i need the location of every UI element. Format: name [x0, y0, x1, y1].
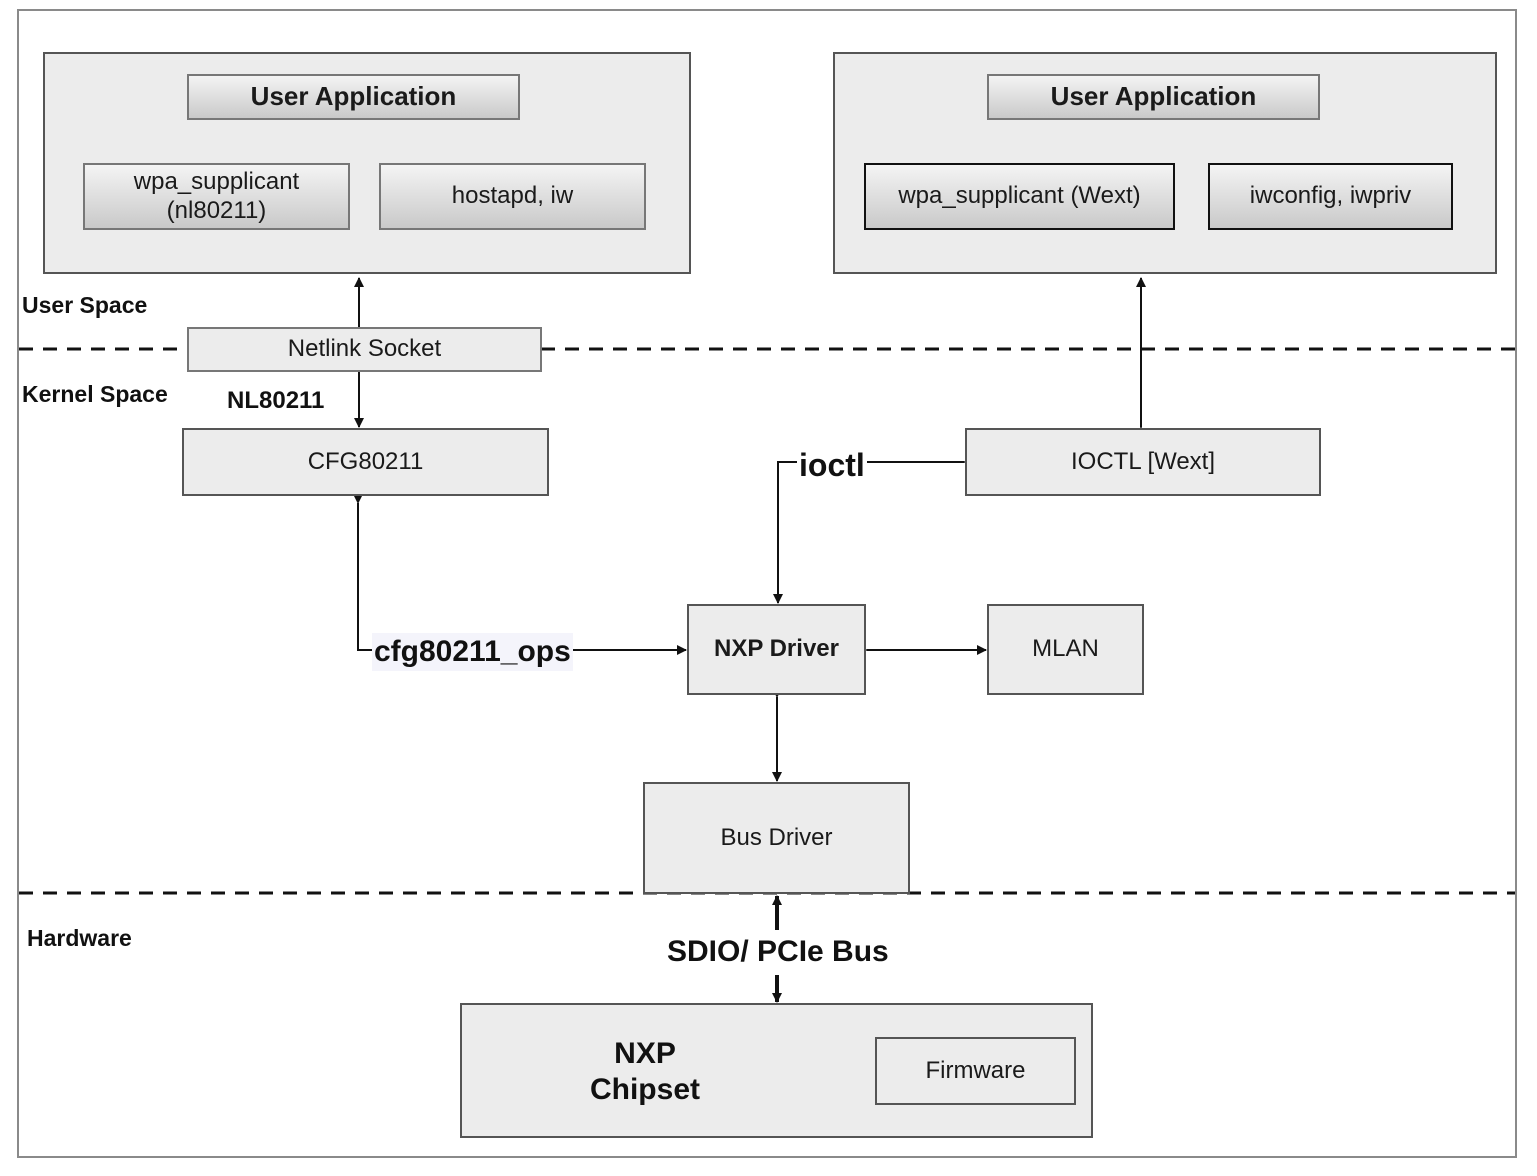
hardware-label: Hardware: [27, 925, 132, 951]
wpa-supplicant-wext-box: wpa_supplicant (Wext): [864, 163, 1175, 230]
hostapd-iw-box: hostapd, iw: [379, 163, 646, 230]
netlink-socket-box: Netlink Socket: [187, 327, 542, 372]
bus-label: SDIO/ PCIe Bus: [665, 935, 891, 969]
mlan-box: MLAN: [987, 604, 1144, 695]
left-user-app-title: User Application: [187, 74, 520, 120]
cfg80211-box: CFG80211: [182, 428, 549, 496]
iwconfig-iwpriv-box: iwconfig, iwpriv: [1208, 163, 1453, 230]
nxp-chipset-label: NXP Chipset: [589, 1037, 700, 1106]
right-user-app-title: User Application: [987, 74, 1320, 120]
user-space-label: User Space: [22, 292, 148, 318]
cfg80211-ops-label: cfg80211_ops: [372, 633, 573, 671]
ioctl-to-driver-arrow: [773, 457, 973, 604]
bus-driver-box: Bus Driver: [643, 782, 910, 894]
cfg80211-ops-arrow: [353, 494, 687, 655]
ioctl-label: ioctl: [797, 447, 867, 484]
firmware-box: Firmware: [875, 1037, 1076, 1105]
nl80211-label: NL80211: [227, 387, 325, 414]
wpa-supplicant-nl80211-box: wpa_supplicant (nl80211): [83, 163, 350, 230]
kernel-space-label: Kernel Space: [22, 381, 168, 407]
nxp-driver-box: NXP Driver: [687, 604, 866, 695]
ioctl-wext-box: IOCTL [Wext]: [965, 428, 1321, 496]
